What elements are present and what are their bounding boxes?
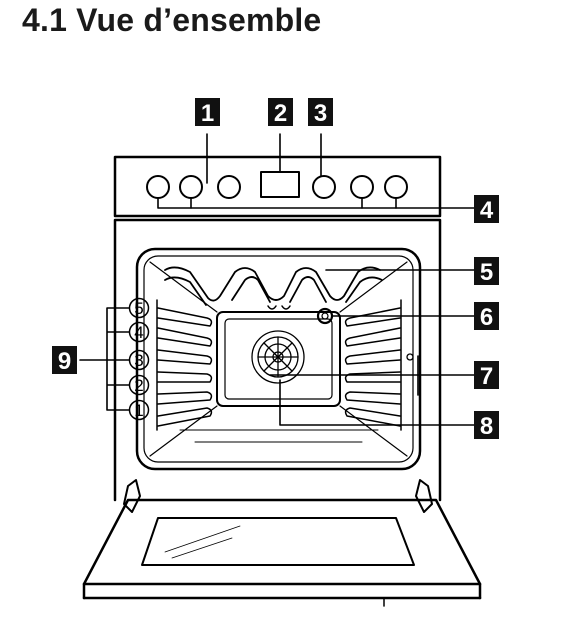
callout-badge-9 bbox=[52, 346, 77, 374]
callout-label-5: 5 bbox=[480, 259, 493, 286]
callout-badge-2 bbox=[268, 98, 293, 126]
knob bbox=[350, 175, 374, 199]
side-rails-right bbox=[344, 299, 414, 431]
shelf-level-label: 4 bbox=[134, 323, 143, 342]
shelf-level-label: 3 bbox=[134, 351, 143, 370]
callout-label-6: 6 bbox=[480, 304, 493, 331]
hinge-left bbox=[123, 479, 141, 513]
oven-body bbox=[113, 218, 442, 502]
grill-element bbox=[164, 266, 383, 306]
callout-badge-6 bbox=[474, 302, 499, 330]
callout-label-4: 4 bbox=[480, 197, 494, 224]
knob bbox=[179, 175, 203, 199]
callout-badge-7 bbox=[474, 361, 499, 389]
callout-label-9: 9 bbox=[58, 348, 71, 375]
callout-badge-8 bbox=[474, 411, 499, 439]
callout-label-3: 3 bbox=[314, 100, 327, 127]
hinge-right bbox=[415, 479, 433, 513]
shelf-level-label: 5 bbox=[134, 299, 143, 318]
convection-fan bbox=[251, 330, 305, 384]
knob bbox=[384, 175, 408, 199]
callout-label-2: 2 bbox=[274, 100, 287, 127]
callout-badge-1 bbox=[195, 98, 220, 126]
callout-badges bbox=[52, 98, 499, 439]
knob bbox=[146, 175, 170, 199]
knob bbox=[217, 175, 241, 199]
side-rails-left bbox=[156, 299, 213, 431]
callout-badge-3 bbox=[308, 98, 333, 126]
display-window bbox=[260, 171, 300, 198]
callout-label-1: 1 bbox=[201, 100, 214, 127]
callout-label-8: 8 bbox=[480, 413, 493, 440]
callout-badge-4 bbox=[474, 195, 499, 223]
knob bbox=[312, 175, 336, 199]
oven-door bbox=[82, 479, 482, 607]
shelf-level-label: 1 bbox=[134, 401, 143, 420]
oven-back-wall bbox=[216, 311, 341, 407]
shelf-level-label: 2 bbox=[134, 376, 143, 395]
leader-lines bbox=[79, 133, 475, 426]
section-heading: 4.1 Vue d’ensemble bbox=[22, 2, 322, 38]
callout-label-7: 7 bbox=[480, 363, 493, 390]
control-panel bbox=[113, 155, 442, 218]
callout-badge-5 bbox=[474, 257, 499, 285]
door-window bbox=[141, 517, 415, 566]
